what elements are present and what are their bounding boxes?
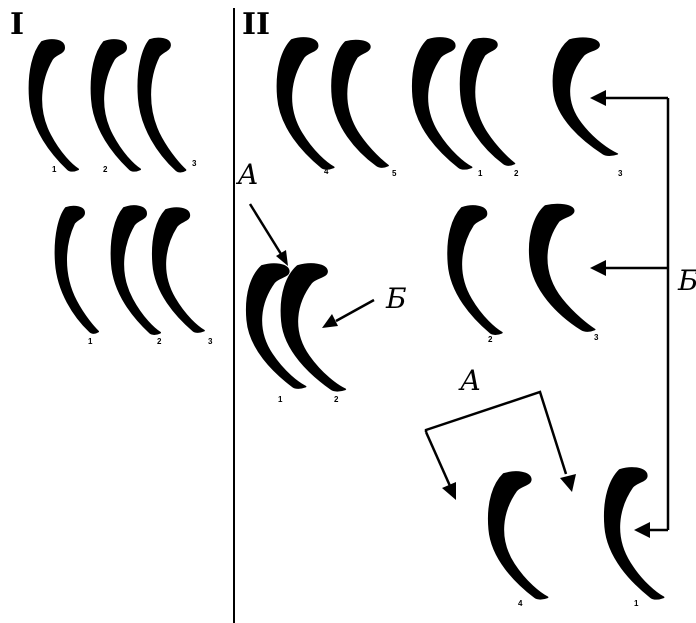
profile-number: 2 [157,337,162,346]
profile-shape [139,39,186,172]
profile-shape [461,39,514,165]
profile-shape [153,208,204,332]
annotation-a-lower: А [458,364,481,397]
profile-shape [112,206,160,334]
profile-shape [332,41,387,167]
profile-number: 4 [518,599,523,608]
profile-number: 1 [478,169,483,178]
annotation-a-upper: A [235,158,258,191]
profile-number: 1 [634,599,639,608]
panel-ii-mid-profiles: 2 3 [448,205,599,344]
panel-i-top-profiles: 1 2 3 [30,39,197,174]
profile-number: 5 [392,169,397,178]
panel-label-ii: II [242,7,270,42]
profile-shape [530,205,594,331]
profile-number: 2 [488,335,493,344]
profile-number: 3 [618,169,623,178]
profile-number: 4 [324,167,329,176]
arrow-b-mid [336,300,374,321]
profile-number: 2 [514,169,519,178]
profile-number: 1 [278,395,283,404]
profile-number: 3 [594,333,599,342]
panel-ii-bottom-profiles: 4 1 [489,468,663,608]
profile-number: 3 [192,159,197,168]
profile-shape [489,472,547,598]
profile-shape [56,207,98,333]
arrow-a-upper [250,204,281,254]
panel-ii-pair-profiles: 1 2 [247,264,345,404]
profile-shape [605,468,663,599]
profile-number: 1 [52,165,57,174]
profile-shape [278,38,334,169]
arrow-head [322,314,338,328]
profile-shape [92,40,140,171]
panel-ii-top-profiles: 4 5 1 2 3 [278,38,623,178]
profile-shape [30,40,78,171]
annotation-b-right: Б [677,264,696,297]
panel-label-i: I [10,7,24,42]
profile-shape [554,38,617,155]
profile-number: 2 [334,395,339,404]
profile-number: 2 [103,165,108,174]
profile-shape [282,264,345,391]
profile-shape [448,206,501,334]
profile-number: 1 [88,337,93,346]
profile-number: 3 [208,337,213,346]
panel-i-bottom-profiles: 1 2 3 [56,206,213,346]
annotation-b-mid: Б [385,282,407,315]
